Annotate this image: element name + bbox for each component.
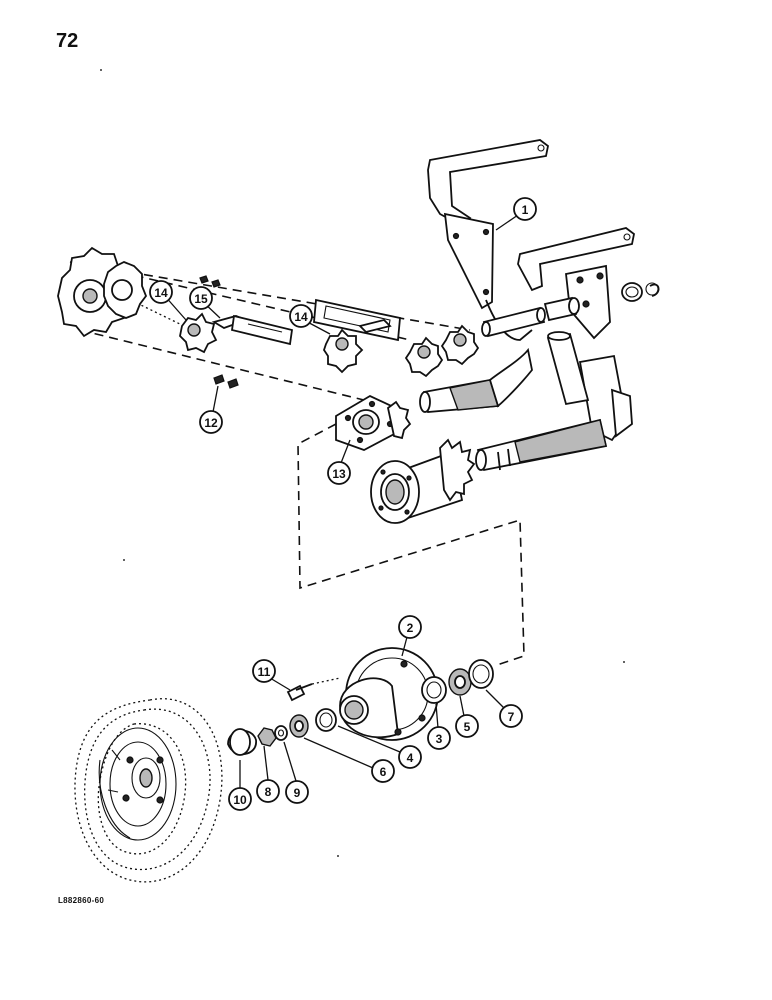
vertical-post — [546, 331, 590, 406]
svg-text:14: 14 — [154, 286, 168, 300]
print-speck — [337, 855, 339, 857]
assembly-relationship-line — [297, 423, 525, 667]
sprocket-hub-center — [370, 438, 476, 524]
axle-frame-arm-lower — [517, 227, 635, 442]
leader-lines — [163, 214, 519, 789]
adjuster-plate-15 — [211, 314, 294, 346]
callout-8: 8 — [256, 779, 280, 803]
callout-11: 11 — [252, 659, 276, 683]
callout-3: 3 — [427, 726, 451, 750]
hub-cap-10 — [227, 728, 257, 756]
bolt-11 — [286, 677, 341, 702]
spindle-upper — [419, 347, 533, 413]
svg-text:5: 5 — [464, 720, 471, 734]
callout-9: 9 — [285, 780, 309, 804]
callout-1: 1 — [513, 197, 537, 221]
figure-code: L882860-60 — [58, 896, 105, 905]
bearing-flange-13 — [335, 394, 412, 451]
nut-8 — [257, 727, 277, 747]
print-speck — [623, 661, 625, 663]
svg-text:4: 4 — [407, 751, 414, 765]
medium-sprocket — [103, 261, 148, 319]
callout-10: 10 — [228, 787, 252, 811]
svg-text:1: 1 — [522, 203, 529, 217]
seal-7 — [468, 659, 494, 689]
adjuster-plate-right — [313, 298, 401, 342]
print-speck — [100, 69, 102, 71]
callout-12: 12 — [199, 410, 223, 434]
svg-text:3: 3 — [436, 732, 443, 746]
svg-text:14: 14 — [294, 310, 308, 324]
callout-2: 2 — [398, 615, 422, 639]
sprocket-pair-right — [404, 324, 480, 378]
svg-text:10: 10 — [233, 793, 247, 807]
idler-sprocket-14-left — [179, 312, 218, 354]
page-number: 72 — [56, 30, 79, 52]
svg-text:12: 12 — [204, 416, 218, 430]
svg-text:11: 11 — [258, 665, 271, 679]
print-speck — [123, 559, 125, 561]
callout-7: 7 — [499, 704, 523, 728]
wheel-and-tire — [74, 698, 223, 883]
spindle-lower — [475, 418, 608, 472]
callout-4: 4 — [398, 745, 422, 769]
washer-9 — [274, 725, 288, 741]
idler-sprocket-14-center — [323, 328, 364, 374]
svg-text:15: 15 — [194, 292, 208, 306]
cross-shaft-upper — [481, 282, 660, 338]
svg-text:8: 8 — [265, 785, 272, 799]
svg-text:6: 6 — [380, 765, 387, 779]
callout-5: 5 — [455, 714, 479, 738]
svg-text:9: 9 — [294, 786, 301, 800]
callout-15: 15 — [189, 286, 213, 310]
callout-13: 13 — [327, 461, 351, 485]
bearing-cup-4 — [315, 708, 337, 732]
callout-14-left: 14 — [149, 280, 173, 304]
hardware-12 — [199, 275, 239, 389]
callout-6: 6 — [371, 759, 395, 783]
svg-text:2: 2 — [407, 621, 414, 635]
bearing-cup-3 — [421, 676, 447, 704]
callout-14-center: 14 — [289, 304, 313, 328]
bearing-cone-5 — [448, 668, 472, 696]
svg-text:13: 13 — [332, 467, 346, 481]
axle-frame-arm-upper — [427, 139, 549, 341]
drive-chain-lower — [79, 289, 381, 405]
svg-text:7: 7 — [508, 710, 515, 724]
bearing-cone-6 — [289, 714, 309, 738]
